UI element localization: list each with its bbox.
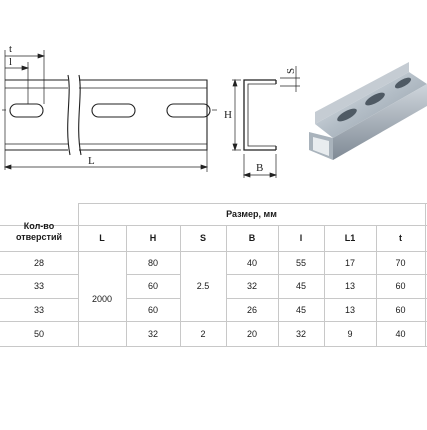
dim-label-H: H	[224, 109, 232, 121]
table-cell-B: 26	[246, 304, 257, 315]
table-line	[324, 225, 325, 346]
dim-label-t: t	[9, 43, 12, 55]
dim-label-S: S	[285, 68, 297, 74]
table-cell-l: 45	[295, 304, 306, 315]
table-cell-t: 70	[395, 257, 406, 268]
table-line	[278, 225, 279, 346]
table-line	[0, 225, 427, 226]
table-cell-l: 55	[295, 257, 306, 268]
technical-drawing: t l L H B S	[2, 43, 300, 178]
table-cell-count: 50	[33, 328, 44, 339]
column-header-l: l	[299, 233, 303, 243]
table-cell-t: 60	[395, 281, 406, 291]
table-cell-L1: 13	[344, 304, 355, 315]
table-cell-H: 32	[147, 328, 158, 339]
table-cell-L1: 9	[347, 328, 353, 339]
table-cell-t: 40	[395, 328, 406, 339]
column-header-L1: L1	[344, 233, 356, 243]
table-cell-S: 2	[200, 328, 206, 339]
table-cell-B: 20	[246, 328, 257, 339]
table-cell-count: 33	[33, 304, 44, 315]
table-cell-B: 32	[246, 281, 257, 291]
table-line	[126, 274, 180, 275]
table-line	[0, 346, 427, 347]
table-cell-count: 28	[33, 257, 44, 268]
table-line	[126, 225, 127, 346]
table-cell-l: 32	[295, 328, 306, 339]
perforated-channel-photo	[309, 62, 427, 160]
table-line	[226, 298, 427, 299]
dim-label-L: L	[88, 155, 95, 167]
column-header-S: S	[199, 233, 206, 243]
table-line	[376, 225, 377, 346]
table-cell-count: 33	[33, 281, 44, 291]
column-header-B: B	[248, 233, 256, 243]
table-cell-S-merged: 2.5	[196, 281, 210, 291]
table-cell-L1: 17	[344, 257, 355, 268]
table-line	[0, 298, 78, 299]
dim-label-l: l	[9, 56, 12, 68]
header-hole-count: Кол-во отверстий	[15, 221, 63, 242]
table-cell-L-merged: 2000	[91, 293, 113, 304]
table-line	[226, 225, 227, 346]
table-line	[78, 203, 79, 346]
spec-table: Кол-во отверстий Размер, мм L H S B l L1…	[0, 201, 427, 348]
table-line	[0, 321, 427, 322]
table-cell-t: 60	[395, 304, 406, 315]
table-line	[126, 298, 180, 299]
column-header-t: t	[399, 233, 402, 243]
table-line	[425, 203, 426, 346]
table-cell-H: 60	[147, 304, 158, 315]
table-line	[226, 274, 427, 275]
table-line	[180, 225, 181, 346]
table-cell-B: 40	[246, 257, 257, 268]
column-header-L: L	[99, 233, 105, 243]
dim-label-B: B	[256, 162, 263, 174]
table-cell-H: 80	[147, 257, 158, 268]
header-size: Размер, мм	[226, 209, 277, 219]
table-line	[0, 251, 427, 252]
table-cell-H: 60	[147, 281, 158, 291]
column-header-H: H	[149, 233, 157, 243]
table-cell-l: 45	[295, 281, 306, 291]
table-line	[0, 274, 78, 275]
table-line	[78, 203, 427, 204]
table-cell-L1: 13	[344, 281, 355, 291]
